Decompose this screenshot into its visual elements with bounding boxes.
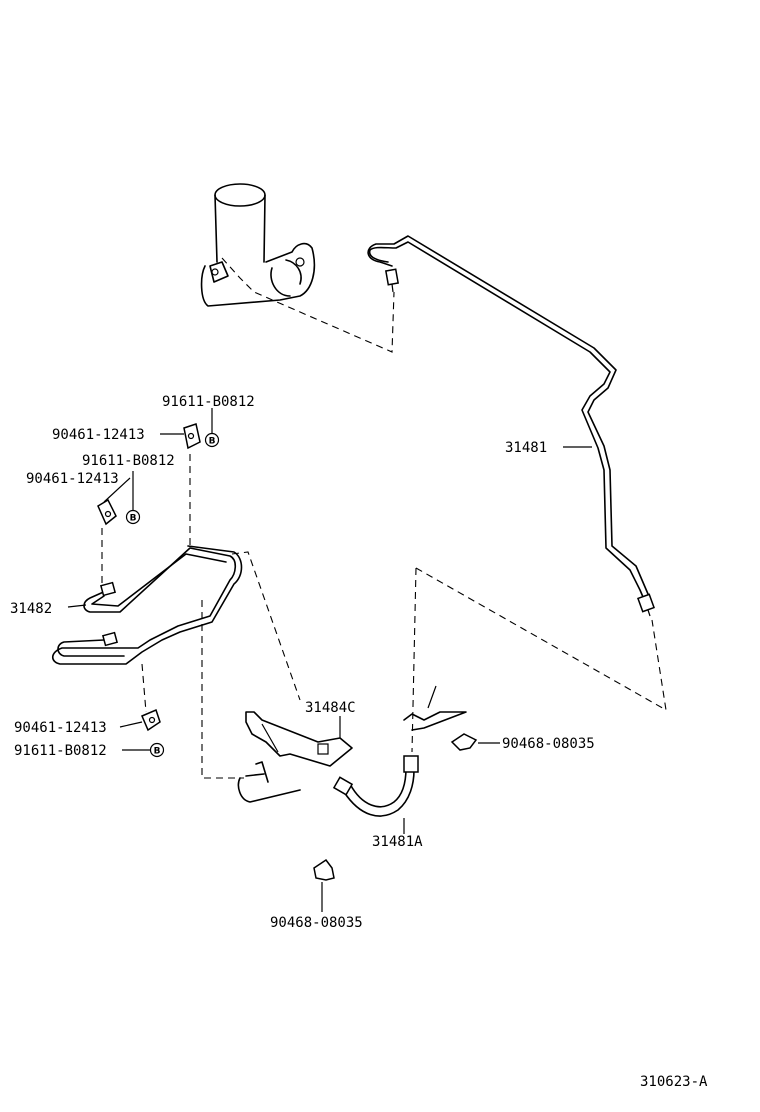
reference-lines [101,257,667,779]
label-90461-12413-low: 90461-12413 [14,720,107,736]
clamp-mid [97,498,117,526]
svg-text:B: B [209,437,216,447]
clip-bottom [313,858,335,881]
bolt-symbol-top: B [204,432,220,448]
svg-text:B: B [154,747,161,757]
bolt-symbol-mid: B [125,509,141,525]
label-90461-12413-mid: 90461-12413 [26,471,119,487]
clutch-master-cylinder [200,183,316,307]
release-cylinder-fitting [237,761,301,803]
label-91611-b0812-low: 91611-B0812 [14,743,107,759]
clamp-low [141,708,161,732]
label-90468-08035-right: 90468-08035 [502,736,595,752]
svg-text:B: B [130,514,137,524]
label-91611-b0812-mid: 91611-B0812 [82,453,175,469]
diagram-code: 310623-A [640,1074,708,1090]
label-31484c: 31484C [305,700,356,716]
clutch-pipe-31482 [51,545,243,665]
clamp-top [183,423,201,450]
hose-bracket [403,685,467,731]
clutch-pipe-31481 [367,235,655,617]
label-31482: 31482 [10,601,52,617]
clip-right [450,733,478,751]
callout-labels: 31481 31482 31484C 31481A 91611-B0812 90… [10,394,595,931]
label-31481: 31481 [505,440,547,456]
bolt-symbol-low: B [149,742,165,758]
label-90461-12413-top: 90461-12413 [52,427,145,443]
leader-lines [67,408,592,912]
label-91611-b0812-top: 91611-B0812 [162,394,255,410]
label-31481a: 31481A [372,834,423,850]
label-90468-08035-bottom: 90468-08035 [270,915,363,931]
flexible-hose-31481a [332,755,419,817]
bracket-31484c [245,711,353,767]
